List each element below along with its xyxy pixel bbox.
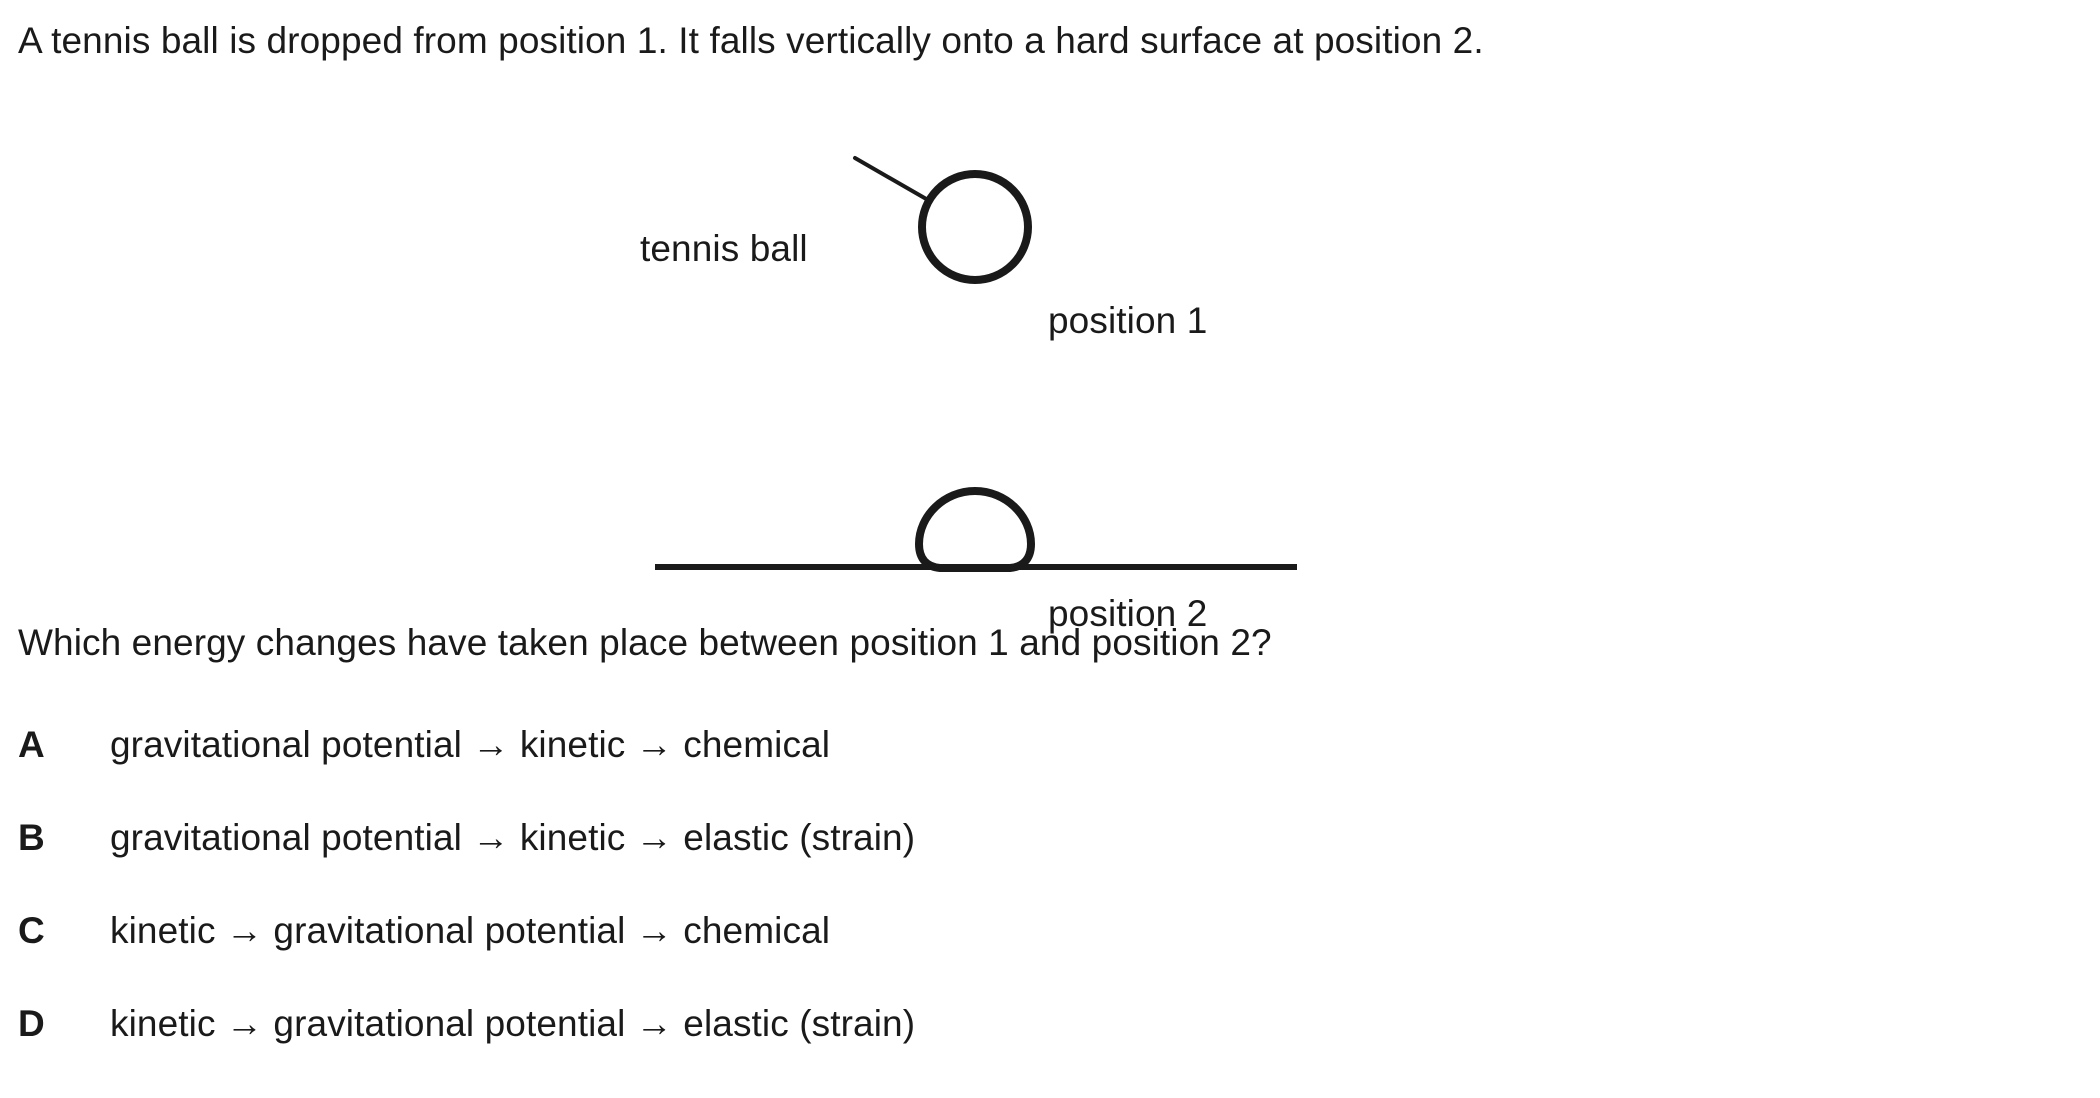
label-tennis-ball: tennis ball [640,228,808,269]
answer-option-a[interactable]: A gravitational potential → kinetic → ch… [0,722,2100,815]
answer-option-d[interactable]: D kinetic → gravitational potential → el… [0,1001,2100,1094]
option-text-b: gravitational potential → kinetic → elas… [110,817,916,858]
question-stem: A tennis ball is dropped from position 1… [18,20,1484,61]
option-letter-d: D [18,1003,45,1044]
question-prompt: Which energy changes have taken place be… [18,622,1272,663]
label-position-1: position 1 [1048,300,1208,341]
option-text-d: kinetic → gravitational potential → elas… [110,1003,916,1044]
option-text-c: kinetic → gravitational potential → chem… [110,910,831,951]
answer-option-c[interactable]: C kinetic → gravitational potential → ch… [0,908,2100,1001]
ball-position-1-icon [918,170,1032,284]
option-text-a: gravitational potential → kinetic → chem… [110,724,831,765]
ball-position-2-icon [915,487,1035,572]
option-letter-b: B [18,817,45,858]
answer-option-b[interactable]: B gravitational potential → kinetic → el… [0,815,2100,908]
option-letter-a: A [18,724,45,765]
answer-options-list: A gravitational potential → kinetic → ch… [0,722,2100,1094]
option-letter-c: C [18,910,45,951]
diagram-drawing [655,156,1297,572]
tennis-ball-diagram: tennis ball position 1 position 2 [0,95,2100,632]
label-position-2: position 2 [1048,593,1208,634]
